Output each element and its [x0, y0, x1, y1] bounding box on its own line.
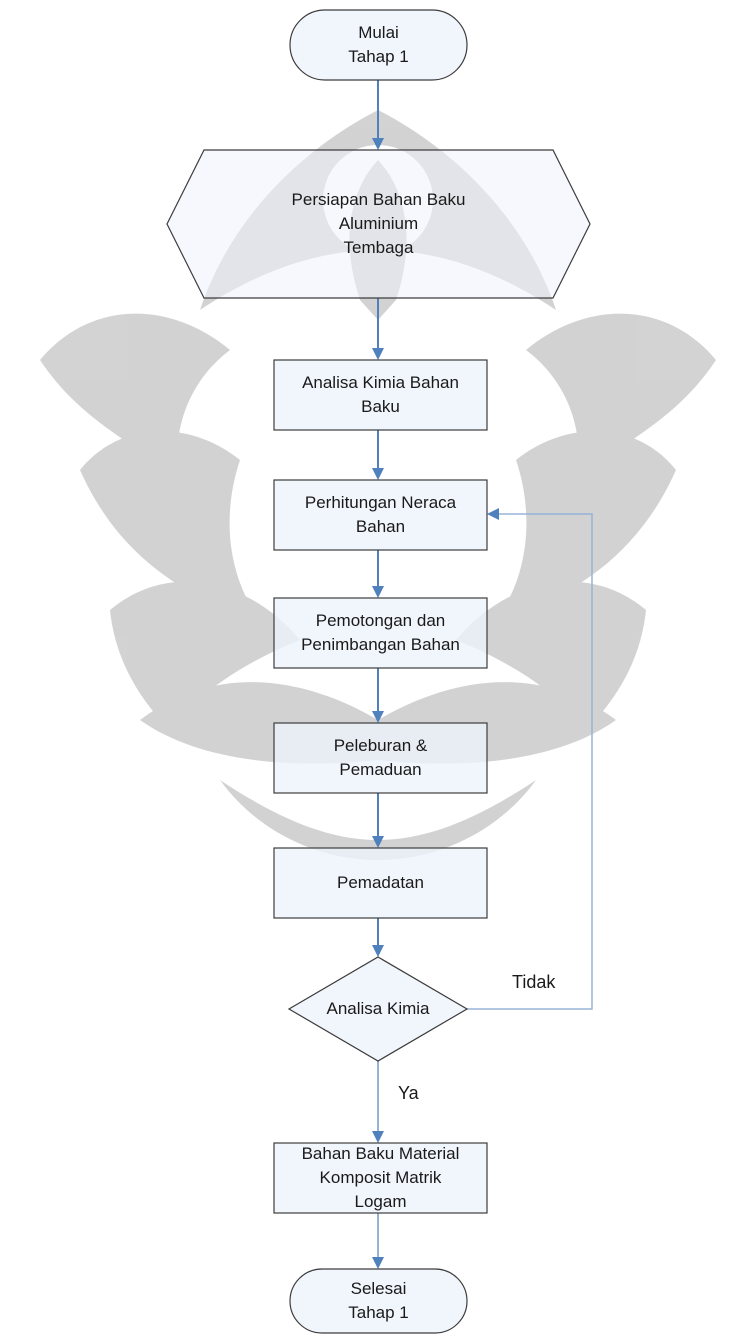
- cut-weigh-box: [273, 597, 488, 669]
- analysis-raw-box: [273, 359, 488, 431]
- cut-weigh-label: Pemotongan dan Penimbangan Bahan: [301, 611, 460, 654]
- no-branch-label: Tidak: [512, 972, 556, 992]
- start-label: Mulai Tahap 1: [348, 23, 409, 66]
- prepare-hexagon: [166, 149, 591, 299]
- analysis-raw-label: Analisa Kimia Bahan Baku: [302, 373, 459, 416]
- end-terminator: [289, 1268, 468, 1334]
- casting-box: [273, 847, 488, 919]
- mass-balance-box: [273, 479, 488, 551]
- decision-label: Analisa Kimia: [326, 999, 430, 1018]
- mass-balance-label: Perhitungan Neraca Bahan: [304, 493, 457, 536]
- prepare-label: Persiapan Bahan Baku Aluminium Tembaga: [291, 190, 466, 257]
- decision-diamond: [287, 956, 469, 1062]
- yes-branch-label: Ya: [398, 1083, 419, 1103]
- start-terminator: [289, 9, 468, 81]
- watermark-seal: [40, 110, 716, 860]
- result-label: Bahan Baku Material Komposit Matrik Loga…: [301, 1144, 460, 1211]
- melt-alloy-label: Peleburan & Pemaduan: [333, 736, 428, 779]
- end-label: Selesai Tahap 1: [348, 1279, 409, 1322]
- melt-alloy-box: [273, 722, 488, 794]
- result-box: [273, 1142, 488, 1214]
- casting-label: Pemadatan: [337, 873, 424, 892]
- arrow-loop-back: [467, 508, 593, 1010]
